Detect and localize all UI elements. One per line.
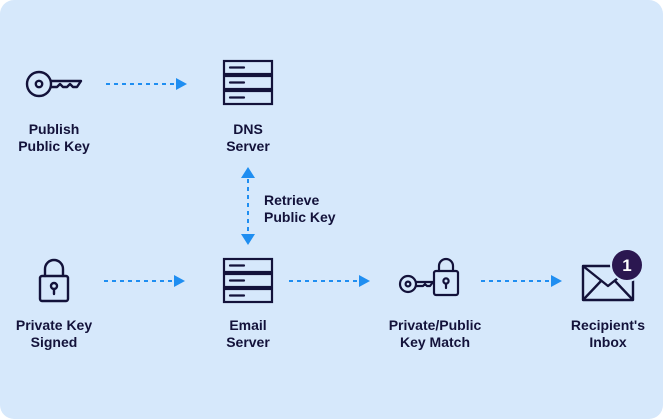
label-line: Public Key: [18, 138, 90, 154]
arrow-signed-to-email-server: [104, 275, 185, 287]
label-line: Private Key: [15, 317, 93, 333]
label-line: DNS: [233, 121, 263, 137]
label-line: Recipient's: [570, 317, 646, 333]
retrieve-public-key-label: Retrieve Public Key: [264, 192, 336, 226]
email-server-label: Email Server: [198, 317, 298, 351]
private-key-signed-label: Private Key Signed: [4, 317, 104, 351]
label-line: Inbox: [589, 334, 627, 350]
server-icon: [222, 257, 274, 304]
lock-icon: [38, 258, 70, 303]
label-line: Private/Public: [388, 317, 482, 333]
key-match-label: Private/Public Key Match: [370, 317, 500, 351]
dns-server-label: DNS Server: [198, 121, 298, 155]
key-icon: [25, 70, 83, 98]
arrow-email-server-to-key-match: [289, 275, 370, 287]
arrow-publish-to-dns: [106, 78, 187, 90]
publish-public-key-label: Publish Public Key: [4, 121, 104, 155]
key-lock-icon: [398, 257, 460, 297]
label-line: Server: [226, 334, 270, 350]
label-line: Key Match: [399, 334, 471, 350]
label-line: Email: [229, 317, 267, 333]
server-icon: [222, 59, 274, 106]
label-line: Server: [226, 138, 270, 154]
label-line: Retrieve: [264, 192, 320, 208]
notification-badge: 1: [610, 248, 644, 282]
arrow-retrieve-public-key: [241, 167, 255, 245]
badge-count: 1: [622, 256, 631, 275]
arrow-key-match-to-inbox: [481, 275, 562, 287]
label-line: Public Key: [264, 209, 336, 225]
recipient-inbox-label: Recipient's Inbox: [558, 317, 658, 351]
label-line: Signed: [30, 334, 78, 350]
label-line: Publish: [28, 121, 80, 137]
